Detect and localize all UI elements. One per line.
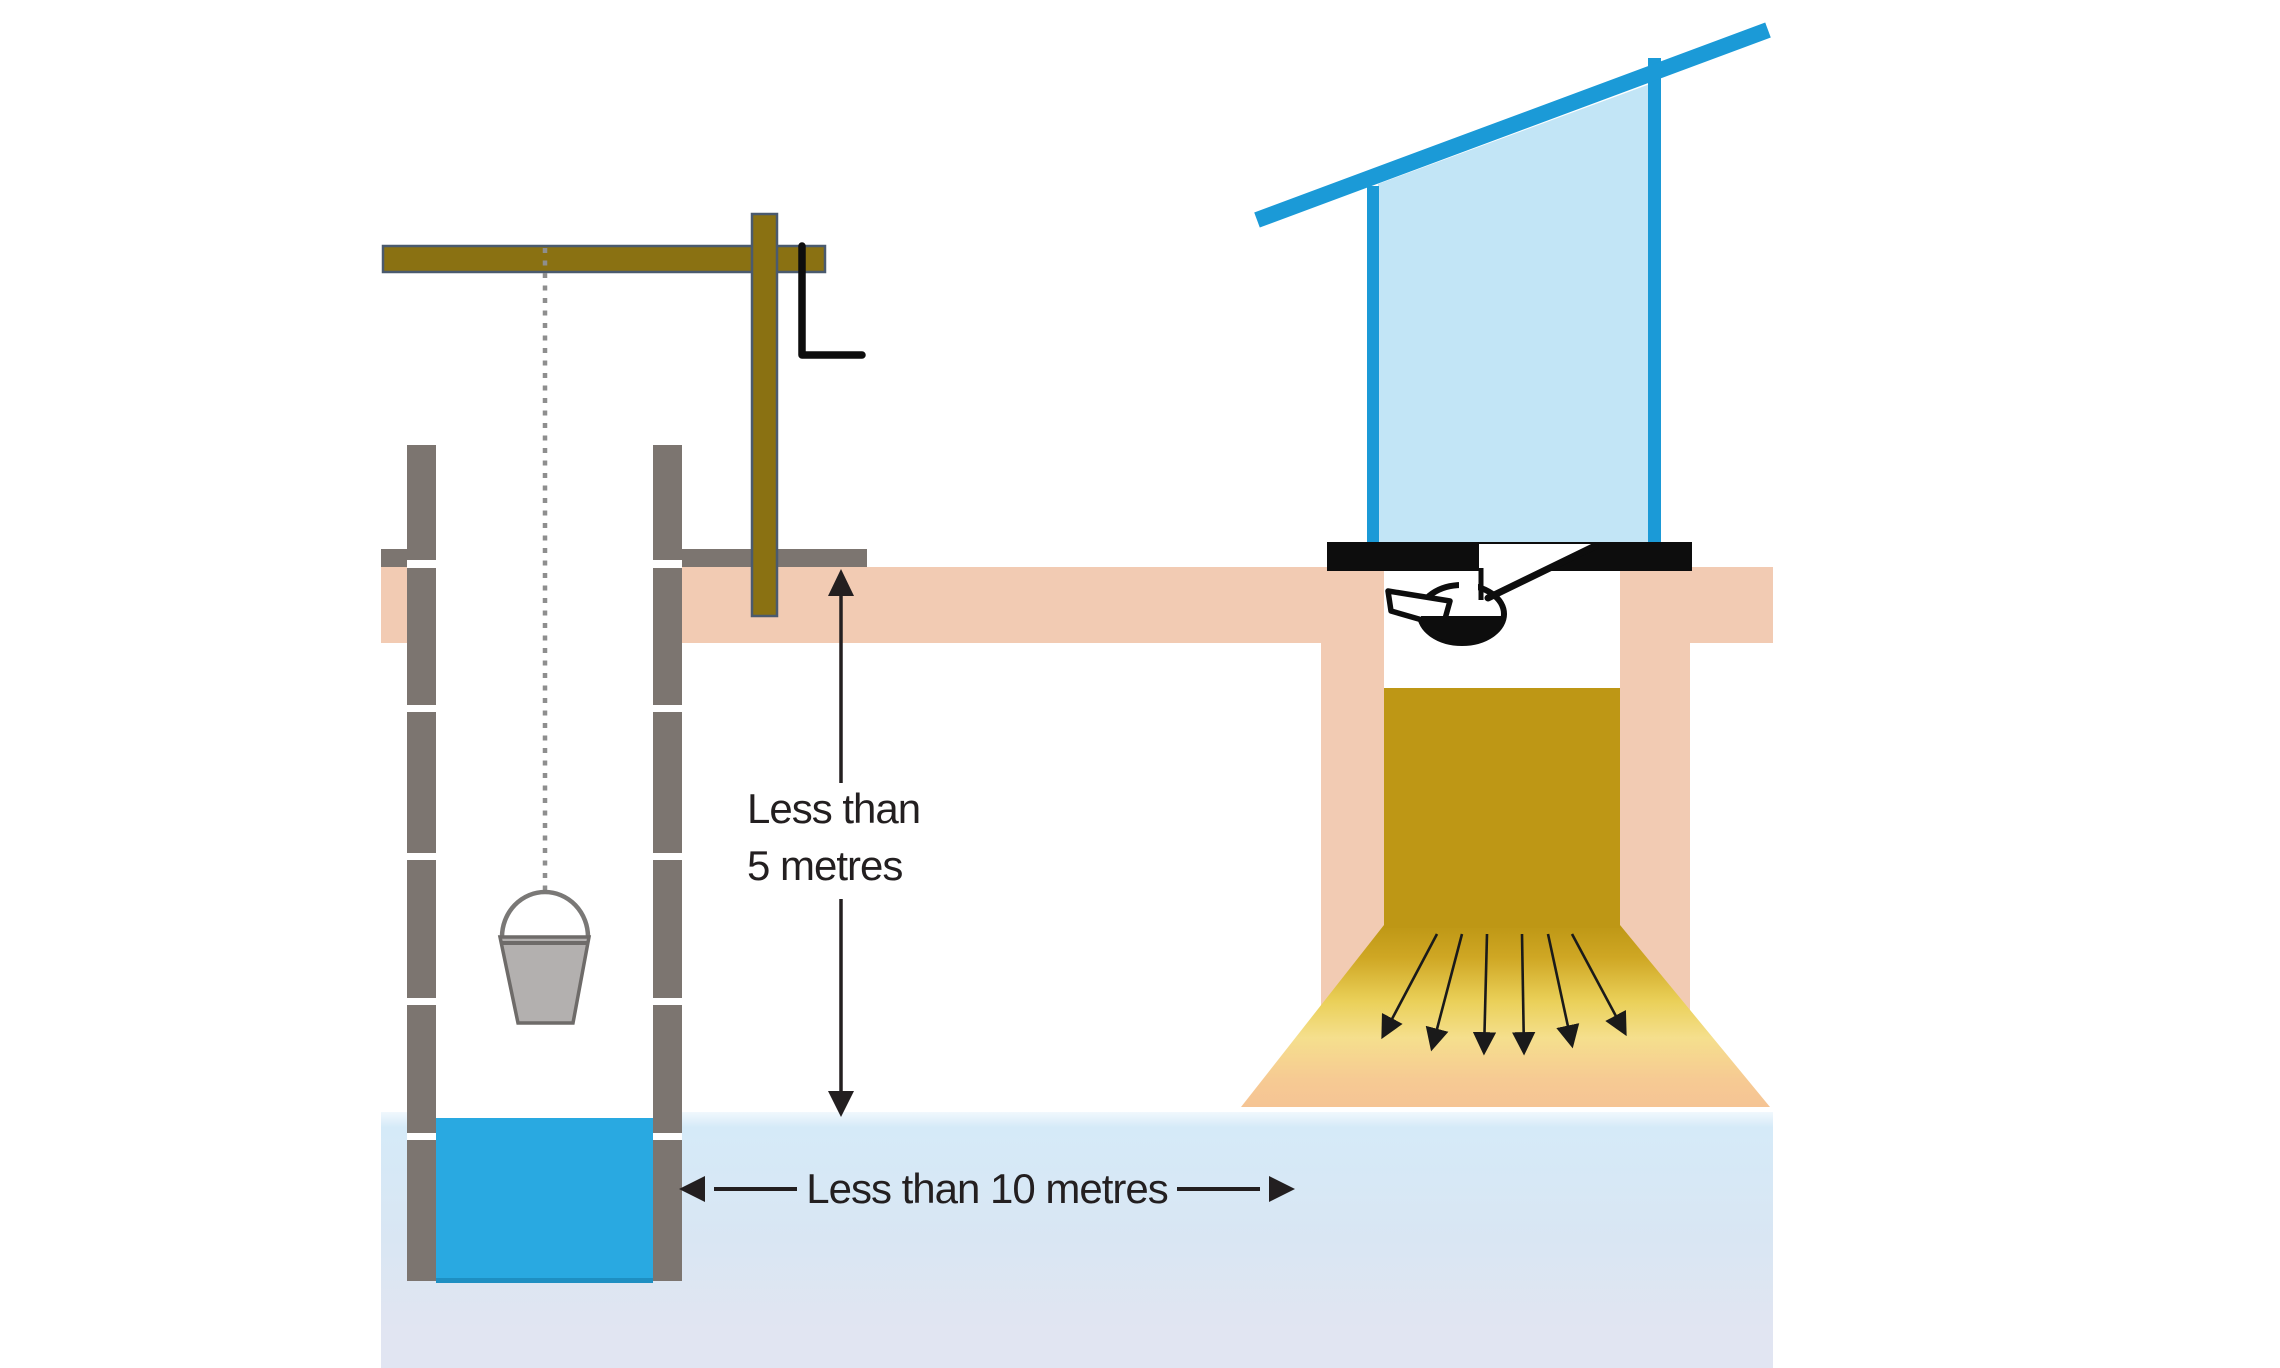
distance-arrow-shaft-right	[1176, 1187, 1261, 1191]
trap-pipe	[1459, 572, 1478, 608]
latrine-roof	[1254, 22, 1771, 228]
pit-wall-left	[1321, 569, 1384, 1010]
latrine-post-right	[1648, 58, 1661, 544]
depth-label-line1: Less than	[747, 785, 921, 832]
latrine-post-left	[1367, 186, 1379, 544]
well-water-bottom-edge	[436, 1278, 653, 1283]
arrow-left-icon	[679, 1176, 705, 1202]
depth-label: Less than 5 metres	[747, 780, 921, 894]
depth-label-line2: 5 metres	[747, 842, 903, 889]
latrine-wall	[1378, 80, 1661, 544]
seepage-plume	[1241, 925, 1770, 1107]
seepage-arrows-icon	[1381, 933, 1627, 1056]
windlass-post	[750, 212, 779, 618]
crank-handle-icon	[798, 242, 866, 359]
arrow-right-icon	[1269, 1176, 1296, 1202]
well-wall-joints	[407, 560, 682, 1140]
bucket-handle	[499, 889, 591, 938]
pit-wall-right	[1620, 569, 1690, 1010]
pit-waste	[1384, 688, 1620, 928]
distance-label: Less than 10 metres	[806, 1165, 1169, 1212]
squat-pan-opening	[1479, 544, 1595, 571]
distance-annotation: Less than 10 metres	[679, 1159, 1296, 1219]
well-shaft	[436, 567, 653, 1118]
trap-water-seal	[1421, 616, 1503, 643]
well-wall-left	[407, 445, 436, 1281]
well-water	[436, 1118, 653, 1283]
well-wall-right	[653, 445, 682, 1281]
squat-pan-slope	[1484, 542, 1599, 602]
distance-arrow-shaft-left	[714, 1187, 798, 1191]
bucket-icon	[497, 935, 592, 1025]
depth-arrow-icon	[828, 569, 854, 1117]
